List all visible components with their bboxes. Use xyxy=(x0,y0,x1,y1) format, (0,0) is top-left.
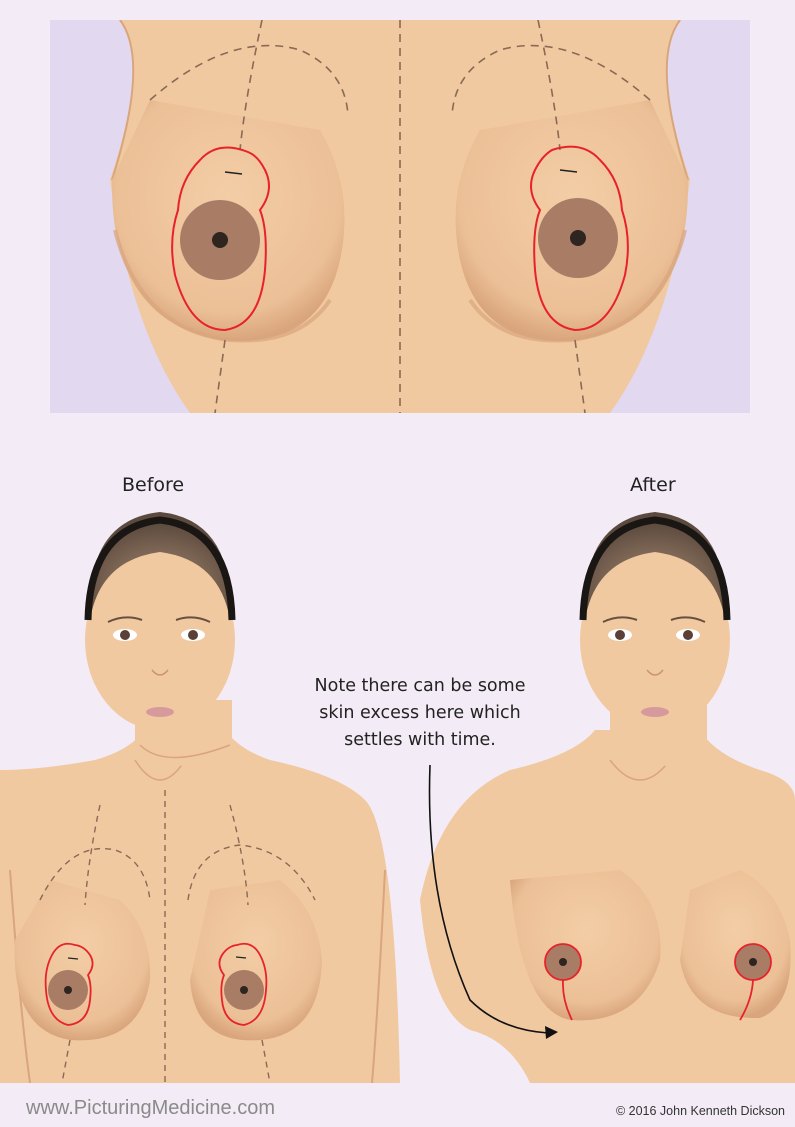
annotation-note: Note there can be some skin excess here … xyxy=(285,673,555,754)
closeup-panel xyxy=(50,20,750,413)
copyright-notice: © 2016 John Kenneth Dickson xyxy=(616,1104,785,1118)
before-label: Before xyxy=(122,474,184,496)
after-label: After xyxy=(630,474,676,496)
annotation-line-1: Note there can be some xyxy=(285,673,555,700)
website-link[interactable]: www.PicturingMedicine.com xyxy=(26,1097,275,1120)
after-figure xyxy=(420,512,795,1083)
before-figure xyxy=(0,512,400,1083)
left-nipple xyxy=(212,232,228,248)
annotation-line-3: settles with time. xyxy=(285,727,555,754)
annotation-line-2: skin excess here which xyxy=(285,700,555,727)
right-nipple xyxy=(570,230,586,246)
